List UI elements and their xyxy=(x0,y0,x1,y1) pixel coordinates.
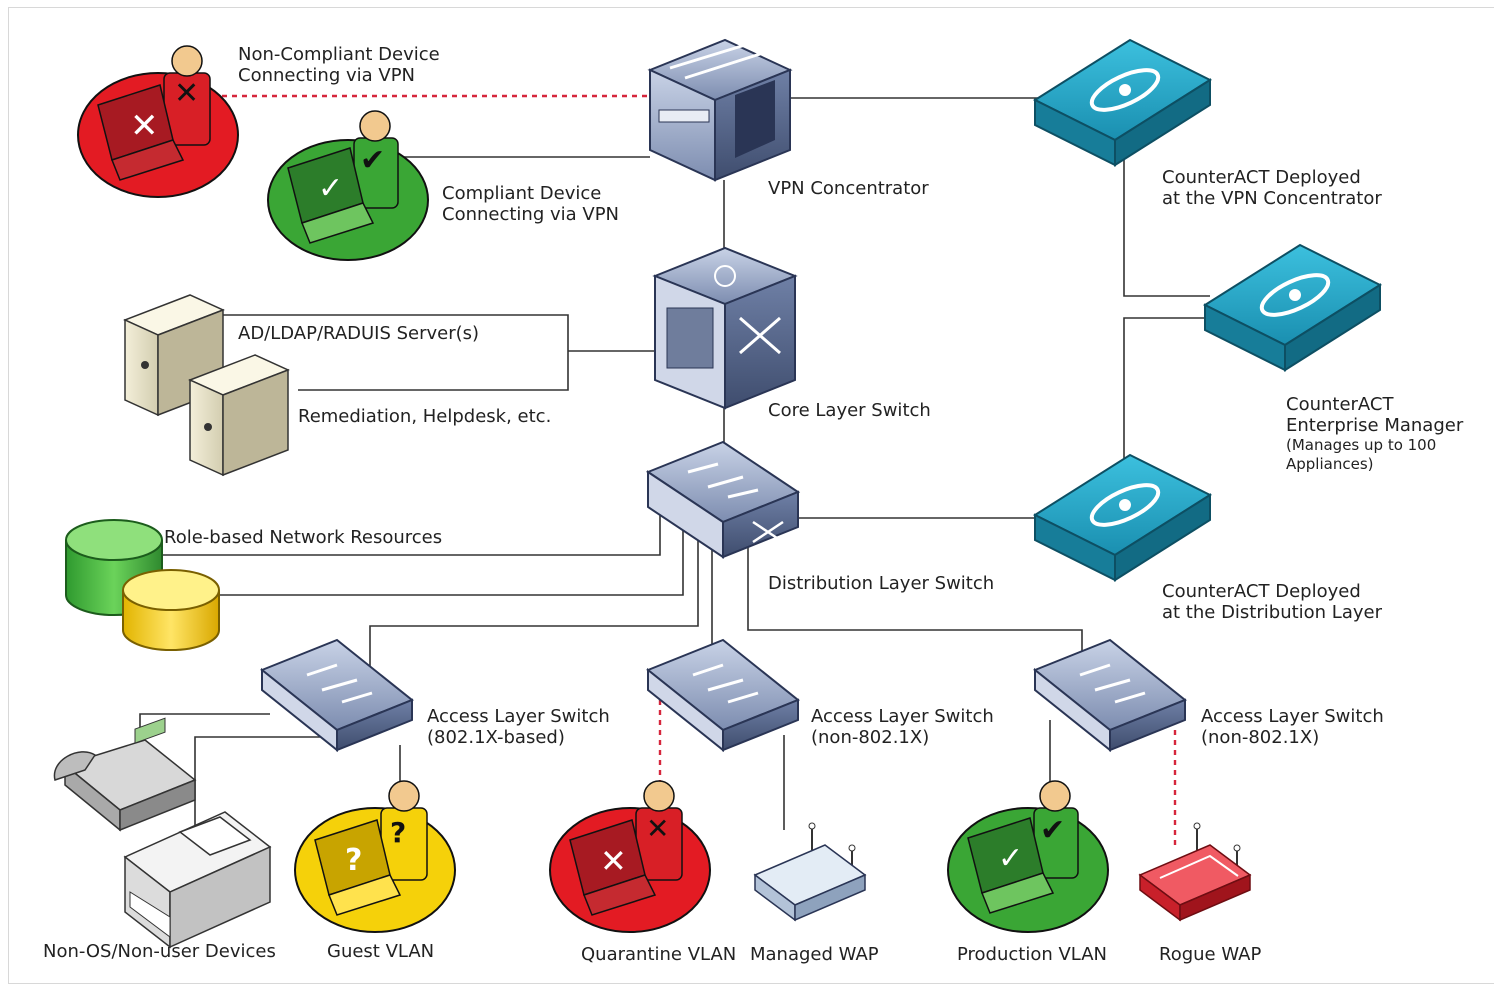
x-icon: ✕ xyxy=(600,842,627,880)
question-mark-icon: ? xyxy=(345,843,362,878)
label-ad-ldap-server: AD/LDAP/RADUIS Server(s) xyxy=(238,323,480,344)
rogue-wap-device xyxy=(1138,822,1252,922)
link-dist-acc1 xyxy=(369,528,699,672)
access-switch-3 xyxy=(1033,638,1187,753)
access-switch-1 xyxy=(260,638,414,753)
label-remediation: Remediation, Helpdesk, etc. xyxy=(298,406,552,427)
label-access-switch-1: Access Layer Switch(802.1X-based) xyxy=(427,706,610,748)
label-quarantine-vlan: Quarantine VLAN xyxy=(581,944,737,965)
production-user: ✓ ✔ xyxy=(947,780,1109,933)
checkmark-icon: ✓ xyxy=(998,841,1023,876)
checkmark-icon: ✔ xyxy=(1040,813,1065,848)
desk-phone-device xyxy=(53,717,197,832)
checkmark-icon: ✓ xyxy=(318,171,343,206)
network-resources-db-yellow xyxy=(122,569,220,651)
label-nonos-devices: Non-OS/Non-user Devices xyxy=(43,941,276,962)
link-dist-db1 xyxy=(120,510,661,556)
printer-device xyxy=(123,811,272,949)
link-em-ca-dist xyxy=(1123,317,1210,476)
compliant-vpn-user: ✓ ✔ xyxy=(267,110,429,261)
access-switch-2 xyxy=(646,638,800,753)
blocked-links xyxy=(222,94,1177,850)
label-role-resources: Role-based Network Resources xyxy=(164,527,443,548)
label-core-switch: Core Layer Switch xyxy=(768,400,931,421)
guest-user: ? ? xyxy=(294,780,456,933)
remediation-server xyxy=(188,354,290,477)
label-access-switch-2: Access Layer Switch(non-802.1X) xyxy=(811,706,994,748)
diagram-frame xyxy=(8,7,1494,984)
counteract-distribution-appliance xyxy=(1032,453,1213,582)
managed-wap-device xyxy=(753,822,867,922)
label-access-switch-3: Access Layer Switch(non-802.1X) xyxy=(1201,706,1384,748)
counteract-enterprise-manager xyxy=(1202,243,1383,372)
link-servers-core xyxy=(218,314,569,391)
distribution-layer-switch xyxy=(645,440,801,559)
label-managed-wap: Managed WAP xyxy=(750,944,879,965)
label-vpn-concentrator: VPN Concentrator xyxy=(768,178,929,199)
label-guest-vlan: Guest VLAN xyxy=(327,941,435,962)
x-icon: ✕ xyxy=(174,76,199,111)
counteract-vpn-appliance xyxy=(1032,38,1213,167)
vpn-concentrator-device xyxy=(647,38,793,182)
x-icon: ✕ xyxy=(130,106,159,146)
core-layer-switch xyxy=(652,246,798,410)
label-rogue-wap: Rogue WAP xyxy=(1159,944,1262,965)
question-mark-icon: ? xyxy=(390,816,406,849)
label-distribution-switch: Distribution Layer Switch xyxy=(768,573,995,594)
x-icon: ✕ xyxy=(646,812,669,845)
link-dist-db2 xyxy=(215,520,684,596)
checkmark-icon: ✔ xyxy=(360,143,385,178)
link-dist-acc3 xyxy=(747,535,1083,660)
label-production-vlan: Production VLAN xyxy=(957,944,1108,965)
noncompliant-vpn-user: ✕ ✕ xyxy=(77,45,239,198)
link-ca-em xyxy=(1123,160,1210,297)
quarantine-user: ✕ ✕ xyxy=(549,780,711,933)
